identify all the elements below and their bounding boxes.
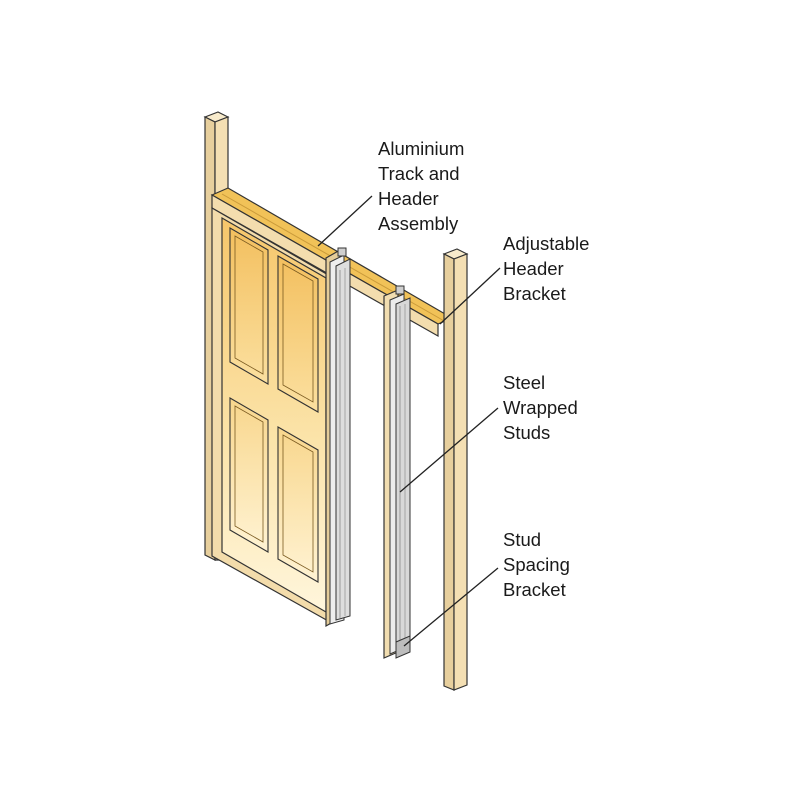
spacing-bracket-line-3: Bracket	[503, 579, 566, 600]
pocket-door-icon	[221, 216, 327, 614]
track-header-line-3: Header	[378, 188, 439, 209]
right-jamb	[442, 248, 469, 691]
spacing-bracket-line-2: Spacing	[503, 554, 570, 575]
leader-lines	[317, 195, 501, 647]
callout-track-header: Aluminium Track and Header Assembly	[378, 138, 464, 234]
header-bracket-line-2: Header	[503, 258, 564, 279]
callout-header-bracket: Adjustable Header Bracket	[503, 233, 589, 304]
header-bracket-line-1: Adjustable	[503, 233, 589, 254]
steel-studs-line-2: Wrapped	[503, 397, 578, 418]
leader-header-bracket	[439, 267, 501, 325]
callout-steel-studs: Steel Wrapped Studs	[503, 372, 578, 443]
steel-stud-front	[325, 247, 351, 628]
leader-track-header	[317, 195, 373, 247]
track-header-line-2: Track and	[378, 163, 460, 184]
leader-steel-studs	[399, 407, 499, 493]
steel-studs-line-1: Steel	[503, 372, 545, 393]
steel-stud-rear	[383, 285, 411, 659]
leader-spacing-bracket	[403, 567, 499, 647]
header-bracket-line-3: Bracket	[503, 283, 566, 304]
track-header-line-1: Aluminium	[378, 138, 464, 159]
track-header-line-4: Assembly	[378, 213, 459, 234]
steel-studs-line-3: Studs	[503, 422, 550, 443]
spacing-bracket-line-1: Stud	[503, 529, 541, 550]
callout-spacing-bracket: Stud Spacing Bracket	[503, 529, 570, 600]
